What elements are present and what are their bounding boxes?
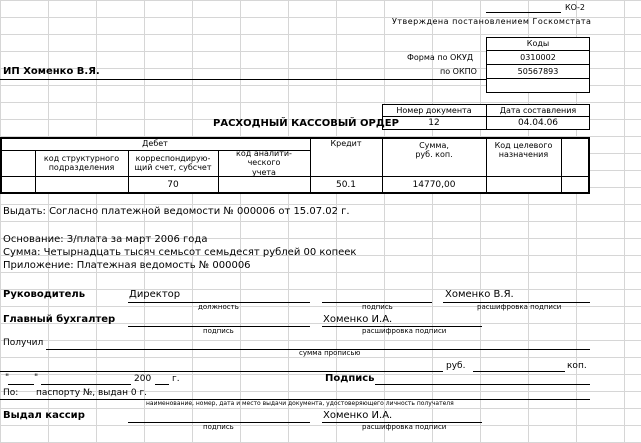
head-position: Директор [129,289,181,300]
passport-details: паспорту №, выдан 0 г. [36,388,148,398]
row-sum-value: 14770,00 [412,179,456,190]
form-code-underline [486,12,561,13]
signature-label: Подпись [325,373,375,384]
date-quote-close: " [34,373,39,383]
codes-header: Коды [526,39,550,48]
attachment: Приложение: Платежная ведомость № 000006 [3,260,251,271]
issue-to: Выдать: Согласно платежной ведомости № 0… [3,206,350,217]
col-credit-header: Кредит [330,138,362,148]
basis: Основание: З/плата за март 2006 года [3,234,208,245]
okpo-value: 50567893 [517,67,559,76]
codes-box [486,37,590,93]
sum-words: Сумма: Четырнадцать тысяч семьсот семьде… [3,247,357,258]
by-label: По: [3,388,19,398]
row-corr-value: 70 [167,179,179,190]
doc-title: РАСХОДНЫЙ КАССОВЫЙ ОРДЕР [213,118,399,129]
head-name: Хоменко В.Я. [445,289,514,300]
col-struct-header: код структурного подразделения [43,153,120,172]
year-g: г. [172,374,180,384]
doc-date-label: Дата составления [499,106,577,115]
caption-signature-2: подпись [203,327,234,335]
ledger-table [0,137,590,194]
caption-signature-1: подпись [362,303,393,311]
caption-signature-3: подпись [203,423,234,431]
caption-decoding-3: расшифровка подписи [362,423,447,431]
col-sum-header: Сумма, руб. коп. [415,140,453,159]
date-quote-open: " [5,373,10,383]
col-anal-header: код аналити-ческого учета [236,149,292,177]
year-200: 200 [134,374,152,384]
doc-number: 12 [428,118,440,128]
chief-accountant-label: Главный бухгалтер [3,314,116,325]
row-credit-value: 50.1 [335,179,357,190]
okud-value: 0310002 [520,53,556,62]
caption-decoding-2: расшифровка подписи [362,327,447,335]
col-corr-header: корреспондирую-щий счет, субсчет [134,153,212,172]
doc-number-label: Номер документа [396,106,472,115]
debit-header: Дебет [142,138,168,148]
head-label: Руководитель [3,289,86,300]
kop-label: коп. [567,361,587,371]
okpo-label: по ОКПО [440,67,477,76]
approved-text: Утверждена постановлением Госкомстата [392,17,592,26]
rub-label: руб. [446,361,466,371]
doc-date: 04.04.06 [517,118,559,128]
okud-label: Форма по ОКУД [407,53,474,62]
col-purpose-header: Код целевого назначения [494,140,553,159]
chief-accountant-name: Хоменко И.А. [323,314,393,325]
organization-name: ИП Хоменко В.Я. [3,66,100,77]
cashier-label: Выдал кассир [3,410,85,421]
cashier-name: Хоменко И.А. [323,410,393,421]
caption-sum-words: сумма прописью [299,349,361,357]
caption-passport: наименование, номер, дата и место выдачи… [146,400,454,407]
form-code: КО-2 [565,3,585,12]
caption-position: должность [198,303,239,311]
received-label: Получил [3,338,44,348]
caption-decoding-1: расшифровка подписи [477,303,562,311]
